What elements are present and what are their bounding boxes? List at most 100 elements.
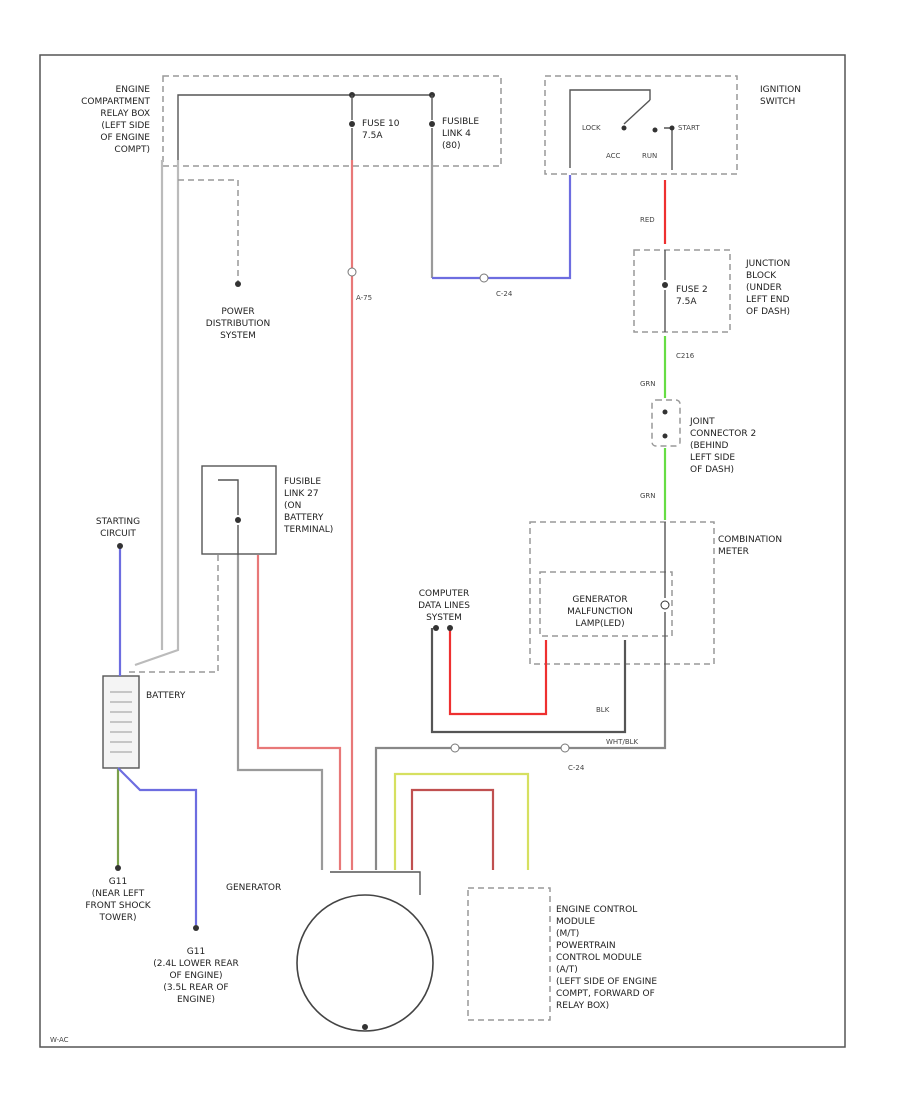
- engine-relay-box: [162, 75, 502, 167]
- wire-label-red: RED: [640, 216, 655, 224]
- label-ground-g1: G11 (2.4L LOWER REAR OF ENGINE) (3.5L RE…: [153, 947, 239, 1005]
- svg-text:LAMP(LED): LAMP(LED): [575, 619, 624, 629]
- svg-text:CONNECTOR 2: CONNECTOR 2: [690, 429, 756, 439]
- svg-text:MODULE: MODULE: [556, 917, 595, 927]
- svg-text:CIRCUIT: CIRCUIT: [100, 529, 136, 539]
- svg-text:(80): (80): [442, 141, 460, 151]
- label-fuse-10: FUSE 10 7.5A: [362, 119, 400, 141]
- combination-meter-box: [529, 521, 715, 665]
- svg-text:COMPT, FORWARD OF: COMPT, FORWARD OF: [556, 989, 655, 999]
- svg-text:FUSIBLE: FUSIBLE: [284, 477, 321, 487]
- svg-text:ENGINE: ENGINE: [116, 85, 151, 95]
- label-run: RUN: [642, 152, 657, 160]
- svg-text:COMPT): COMPT): [114, 145, 150, 155]
- splice-c24b-label: C-24: [568, 764, 585, 772]
- svg-text:FUSE 2: FUSE 2: [676, 285, 708, 295]
- svg-text:BATTERY: BATTERY: [284, 513, 324, 523]
- label-combination-meter: COMBINATION METER: [718, 535, 782, 557]
- label-battery: BATTERY: [146, 691, 186, 701]
- label-starting-circuit: STARTING CIRCUIT: [96, 517, 140, 539]
- svg-text:7.5A: 7.5A: [676, 297, 697, 307]
- svg-text:IGNITION: IGNITION: [760, 85, 801, 95]
- svg-text:ENGINE CONTROL: ENGINE CONTROL: [556, 905, 637, 915]
- wire-label-wht-blk: WHT/BLK: [606, 738, 639, 746]
- svg-text:SYSTEM: SYSTEM: [426, 613, 462, 623]
- label-fuse-2: FUSE 2 7.5A: [676, 285, 708, 307]
- svg-text:(LEFT SIDE OF ENGINE: (LEFT SIDE OF ENGINE: [556, 977, 657, 987]
- svg-text:POWER: POWER: [221, 307, 254, 317]
- svg-text:RELAY BOX: RELAY BOX: [100, 109, 150, 119]
- label-joint-connector: JOINT CONNECTOR 2 (BEHIND LEFT SIDE OF D…: [689, 417, 756, 475]
- svg-text:FRONT SHOCK: FRONT SHOCK: [85, 901, 151, 911]
- svg-text:SWITCH: SWITCH: [760, 97, 795, 107]
- svg-text:7.5A: 7.5A: [362, 131, 383, 141]
- label-engine-relay-box: ENGINE COMPARTMENT RELAY BOX (LEFT SIDE …: [81, 85, 150, 155]
- svg-text:TOWER): TOWER): [99, 913, 137, 923]
- fusible-link-27-box: [201, 465, 277, 555]
- svg-text:(UNDER: (UNDER: [746, 283, 782, 293]
- svg-text:GENERATOR: GENERATOR: [572, 595, 627, 605]
- svg-text:COMPARTMENT: COMPARTMENT: [81, 97, 150, 107]
- svg-text:FUSE 10: FUSE 10: [362, 119, 400, 129]
- generator-lamp-box: [539, 571, 673, 637]
- label-fusible-link-27: FUSIBLE LINK 27 (ON BATTERY TERMINAL): [283, 477, 333, 535]
- label-junction-block: JUNCTION BLOCK (UNDER LEFT END OF DASH): [745, 259, 790, 317]
- label-fusible-link-4: FUSIBLE LINK 4 (80): [442, 117, 479, 151]
- label-start: START: [678, 124, 700, 132]
- svg-text:MALFUNCTION: MALFUNCTION: [567, 607, 633, 617]
- svg-text:OF DASH): OF DASH): [746, 307, 790, 317]
- svg-text:OF ENGINE): OF ENGINE): [169, 971, 222, 981]
- svg-text:OF ENGINE: OF ENGINE: [100, 133, 150, 143]
- svg-text:POWERTRAIN: POWERTRAIN: [556, 941, 616, 951]
- ignition-switch-box: [544, 75, 738, 175]
- svg-text:FUSIBLE: FUSIBLE: [442, 117, 479, 127]
- label-acc: ACC: [606, 152, 621, 160]
- junction-block-box: [633, 249, 731, 333]
- svg-text:(A/T): (A/T): [556, 965, 578, 975]
- wire-label-grn-2: GRN: [640, 492, 656, 500]
- label-lock: LOCK: [582, 124, 601, 132]
- joint-connector-box: [651, 399, 681, 447]
- svg-text:G11: G11: [187, 947, 205, 957]
- svg-text:(LEFT SIDE: (LEFT SIDE: [101, 121, 150, 131]
- svg-text:G11: G11: [109, 877, 127, 887]
- svg-text:BLOCK: BLOCK: [746, 271, 777, 281]
- generator-body: [296, 894, 434, 1032]
- label-ground-g11: G11 (NEAR LEFT FRONT SHOCK TOWER): [85, 877, 151, 923]
- svg-text:COMBINATION: COMBINATION: [718, 535, 782, 545]
- label-computer-data-lines: COMPUTER DATA LINES SYSTEM: [418, 589, 470, 623]
- svg-text:JUNCTION: JUNCTION: [745, 259, 790, 269]
- label-power-distribution: POWER DISTRIBUTION SYSTEM: [206, 307, 270, 341]
- svg-text:JOINT: JOINT: [689, 417, 715, 427]
- svg-text:LINK 27: LINK 27: [284, 489, 319, 499]
- splice-c24-label: C-24: [496, 290, 513, 298]
- label-generator-malfunction: GENERATOR MALFUNCTION LAMP(LED): [567, 595, 633, 629]
- svg-text:STARTING: STARTING: [96, 517, 140, 527]
- connector-a75-label: A-75: [356, 294, 372, 302]
- page-code: W-AC: [50, 1036, 69, 1044]
- svg-text:SYSTEM: SYSTEM: [220, 331, 256, 341]
- svg-text:(BEHIND: (BEHIND: [690, 441, 729, 451]
- wire-label-grn: GRN: [640, 380, 656, 388]
- svg-text:OF DASH): OF DASH): [690, 465, 734, 475]
- svg-text:(2.4L LOWER REAR: (2.4L LOWER REAR: [153, 959, 239, 969]
- svg-text:(M/T): (M/T): [556, 929, 579, 939]
- ecm-box: [467, 887, 551, 1021]
- label-generator: GENERATOR: [226, 883, 281, 893]
- label-ignition-switch: IGNITION SWITCH: [760, 85, 801, 107]
- svg-text:DATA LINES: DATA LINES: [418, 601, 470, 611]
- svg-text:(3.5L REAR OF: (3.5L REAR OF: [163, 983, 228, 993]
- svg-text:LEFT SIDE: LEFT SIDE: [690, 453, 735, 463]
- svg-text:TERMINAL): TERMINAL): [283, 525, 333, 535]
- svg-text:LEFT END: LEFT END: [746, 295, 789, 305]
- svg-text:CONTROL MODULE: CONTROL MODULE: [556, 953, 642, 963]
- svg-text:RELAY BOX): RELAY BOX): [556, 1001, 609, 1011]
- wire-label-blk: BLK: [596, 706, 610, 714]
- connector-c216-label: C216: [676, 352, 695, 360]
- svg-text:METER: METER: [718, 547, 749, 557]
- svg-text:DISTRIBUTION: DISTRIBUTION: [206, 319, 270, 329]
- svg-text:LINK 4: LINK 4: [442, 129, 471, 139]
- label-ecm: ENGINE CONTROL MODULE (M/T) POWERTRAIN C…: [556, 905, 657, 1011]
- svg-text:(NEAR LEFT: (NEAR LEFT: [92, 889, 145, 899]
